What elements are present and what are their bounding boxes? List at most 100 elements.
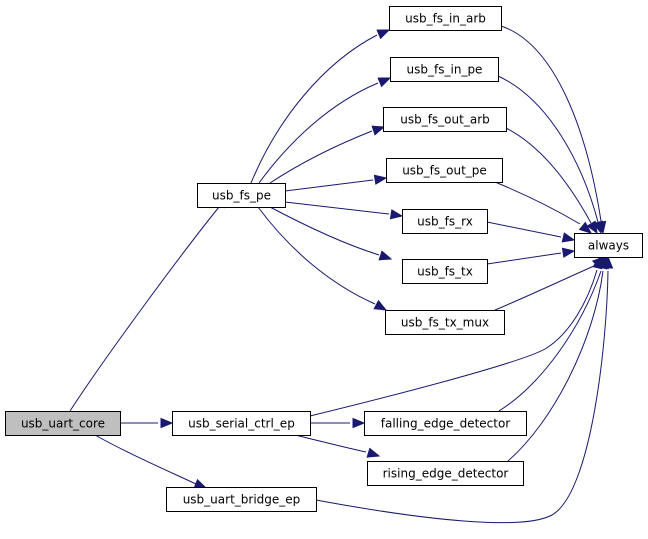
node-label: rising_edge_detector bbox=[383, 467, 509, 481]
edge-usb_fs_pe-to-usb_fs_out_pe bbox=[284, 174, 388, 192]
node-label: usb_fs_tx bbox=[417, 265, 473, 279]
edge-line bbox=[315, 270, 609, 524]
edge-usb_fs_pe-to-usb_fs_tx bbox=[269, 206, 393, 261]
arrowhead bbox=[373, 299, 388, 311]
edge-line bbox=[94, 434, 197, 485]
edge-usb_fs_pe-to-usb_fs_rx bbox=[284, 201, 404, 220]
node-layer: usb_uart_core usb_fs_pe usb_serial_ctrl_ep… bbox=[5, 6, 643, 512]
edge-line bbox=[494, 181, 581, 225]
node-box[interactable] bbox=[402, 209, 488, 234]
edge-usb_uart_core-to-usb_fs_pe bbox=[69, 194, 228, 412]
edge-usb_fs_pe-to-usb_fs_tx_mux bbox=[257, 206, 388, 311]
node-usb-fs-rx[interactable]: usb_fs_rx bbox=[402, 209, 488, 234]
arrowhead bbox=[602, 255, 614, 269]
node-label: always bbox=[588, 239, 629, 253]
edge-layer bbox=[69, 25, 614, 524]
edge-line bbox=[497, 75, 599, 223]
node-label: usb_fs_out_arb bbox=[400, 113, 490, 127]
node-label: usb_uart_core bbox=[21, 417, 105, 431]
edge-line bbox=[69, 206, 220, 412]
edge-usb_fs_pe-to-usb_fs_in_pe bbox=[258, 77, 392, 184]
arrowhead bbox=[160, 417, 174, 429]
edge-usb_serial_ctrl_ep-to-falling_edge_detector bbox=[310, 417, 366, 429]
arrowhead bbox=[578, 221, 593, 234]
node-box[interactable] bbox=[197, 183, 286, 208]
node-usb-serial-ctrl-ep[interactable]: usb_serial_ctrl_ep bbox=[172, 411, 311, 436]
edge-line bbox=[486, 252, 562, 265]
arrowhead bbox=[389, 209, 404, 220]
edge-line bbox=[258, 82, 379, 184]
arrowhead bbox=[377, 77, 392, 88]
edge-usb_fs_out_pe-to-always bbox=[494, 181, 593, 234]
arrowhead bbox=[352, 417, 366, 429]
node-always[interactable]: always bbox=[574, 233, 643, 258]
node-usb-fs-in-arb[interactable]: usb_fs_in_arb bbox=[389, 6, 502, 31]
edge-line bbox=[507, 270, 604, 462]
node-label: usb_serial_ctrl_ep bbox=[188, 417, 295, 431]
arrowhead bbox=[193, 478, 208, 489]
edge-usb_uart_core-to-usb_uart_bridge_ep bbox=[94, 434, 208, 489]
edge-usb_uart_bridge_ep-to-always bbox=[315, 255, 614, 524]
edge-line bbox=[309, 269, 598, 417]
edge-usb_fs_pe-to-usb_fs_in_arb bbox=[250, 29, 391, 184]
node-label: usb_fs_pe bbox=[212, 189, 271, 203]
edge-usb_fs_rx-to-always bbox=[486, 221, 576, 243]
edge-usb_fs_tx_mux-to-always bbox=[494, 256, 605, 311]
edge-usb_fs_tx-to-always bbox=[486, 247, 576, 265]
node-box[interactable] bbox=[383, 107, 507, 132]
edge-line bbox=[505, 127, 592, 224]
edge-line bbox=[498, 270, 602, 412]
edge-usb_serial_ctrl_ep-to-rising_edge_detector bbox=[294, 434, 381, 458]
edge-line bbox=[284, 201, 390, 215]
node-box[interactable] bbox=[5, 411, 121, 436]
edge-line bbox=[486, 221, 562, 238]
node-usb-fs-out-pe[interactable]: usb_fs_out_pe bbox=[386, 158, 503, 183]
arrowhead bbox=[561, 247, 576, 258]
node-box[interactable] bbox=[574, 233, 643, 258]
node-usb-fs-pe[interactable]: usb_fs_pe bbox=[197, 183, 286, 208]
edge-usb_uart_core-to-usb_serial_ctrl_ep bbox=[120, 417, 174, 429]
arrowhead bbox=[378, 250, 393, 261]
node-box[interactable] bbox=[386, 158, 503, 183]
edge-line bbox=[284, 179, 374, 192]
node-usb-fs-tx-mux[interactable]: usb_fs_tx_mux bbox=[385, 310, 505, 335]
node-box[interactable] bbox=[367, 461, 524, 486]
edge-usb_fs_out_arb-to-always bbox=[505, 127, 598, 235]
node-label: usb_fs_tx_mux bbox=[401, 316, 489, 330]
node-usb-uart-core[interactable]: usb_uart_core bbox=[5, 411, 121, 436]
edge-line bbox=[500, 25, 602, 222]
node-box[interactable] bbox=[172, 411, 311, 436]
node-label: usb_fs_out_pe bbox=[402, 164, 487, 178]
node-falling-edge-detector[interactable]: falling_edge_detector bbox=[364, 411, 527, 436]
arrowhead bbox=[586, 220, 598, 235]
node-label: usb_fs_in_pe bbox=[407, 63, 483, 77]
node-usb-uart-bridge-ep[interactable]: usb_uart_bridge_ep bbox=[166, 487, 317, 512]
node-box[interactable] bbox=[166, 487, 317, 512]
arrowhead bbox=[561, 232, 576, 243]
node-label: falling_edge_detector bbox=[381, 417, 511, 431]
node-label: usb_fs_in_arb bbox=[405, 12, 486, 26]
edge-line bbox=[269, 130, 373, 184]
node-box[interactable] bbox=[389, 6, 502, 31]
edge-line bbox=[250, 34, 378, 184]
node-label: usb_fs_rx bbox=[417, 215, 473, 229]
edge-line bbox=[294, 434, 367, 453]
arrowhead bbox=[371, 125, 386, 136]
node-usb-fs-in-pe[interactable]: usb_fs_in_pe bbox=[390, 57, 499, 82]
node-box[interactable] bbox=[402, 259, 488, 284]
node-rising-edge-detector[interactable]: rising_edge_detector bbox=[367, 461, 524, 486]
node-box[interactable] bbox=[385, 310, 505, 335]
node-box[interactable] bbox=[390, 57, 499, 82]
edge-usb_fs_in_arb-to-always bbox=[500, 25, 607, 235]
edge-usb_fs_pe-to-usb_fs_out_arb bbox=[269, 125, 386, 184]
edge-line bbox=[269, 206, 380, 256]
edge-line bbox=[494, 265, 595, 311]
node-usb-fs-out-arb[interactable]: usb_fs_out_arb bbox=[383, 107, 507, 132]
node-label: usb_uart_bridge_ep bbox=[183, 493, 301, 507]
arrowhead bbox=[366, 447, 381, 458]
arrowhead bbox=[376, 29, 391, 40]
node-box[interactable] bbox=[364, 411, 527, 436]
node-usb-fs-tx[interactable]: usb_fs_tx bbox=[402, 259, 488, 284]
edge-falling_edge_detector-to-always bbox=[498, 255, 607, 412]
